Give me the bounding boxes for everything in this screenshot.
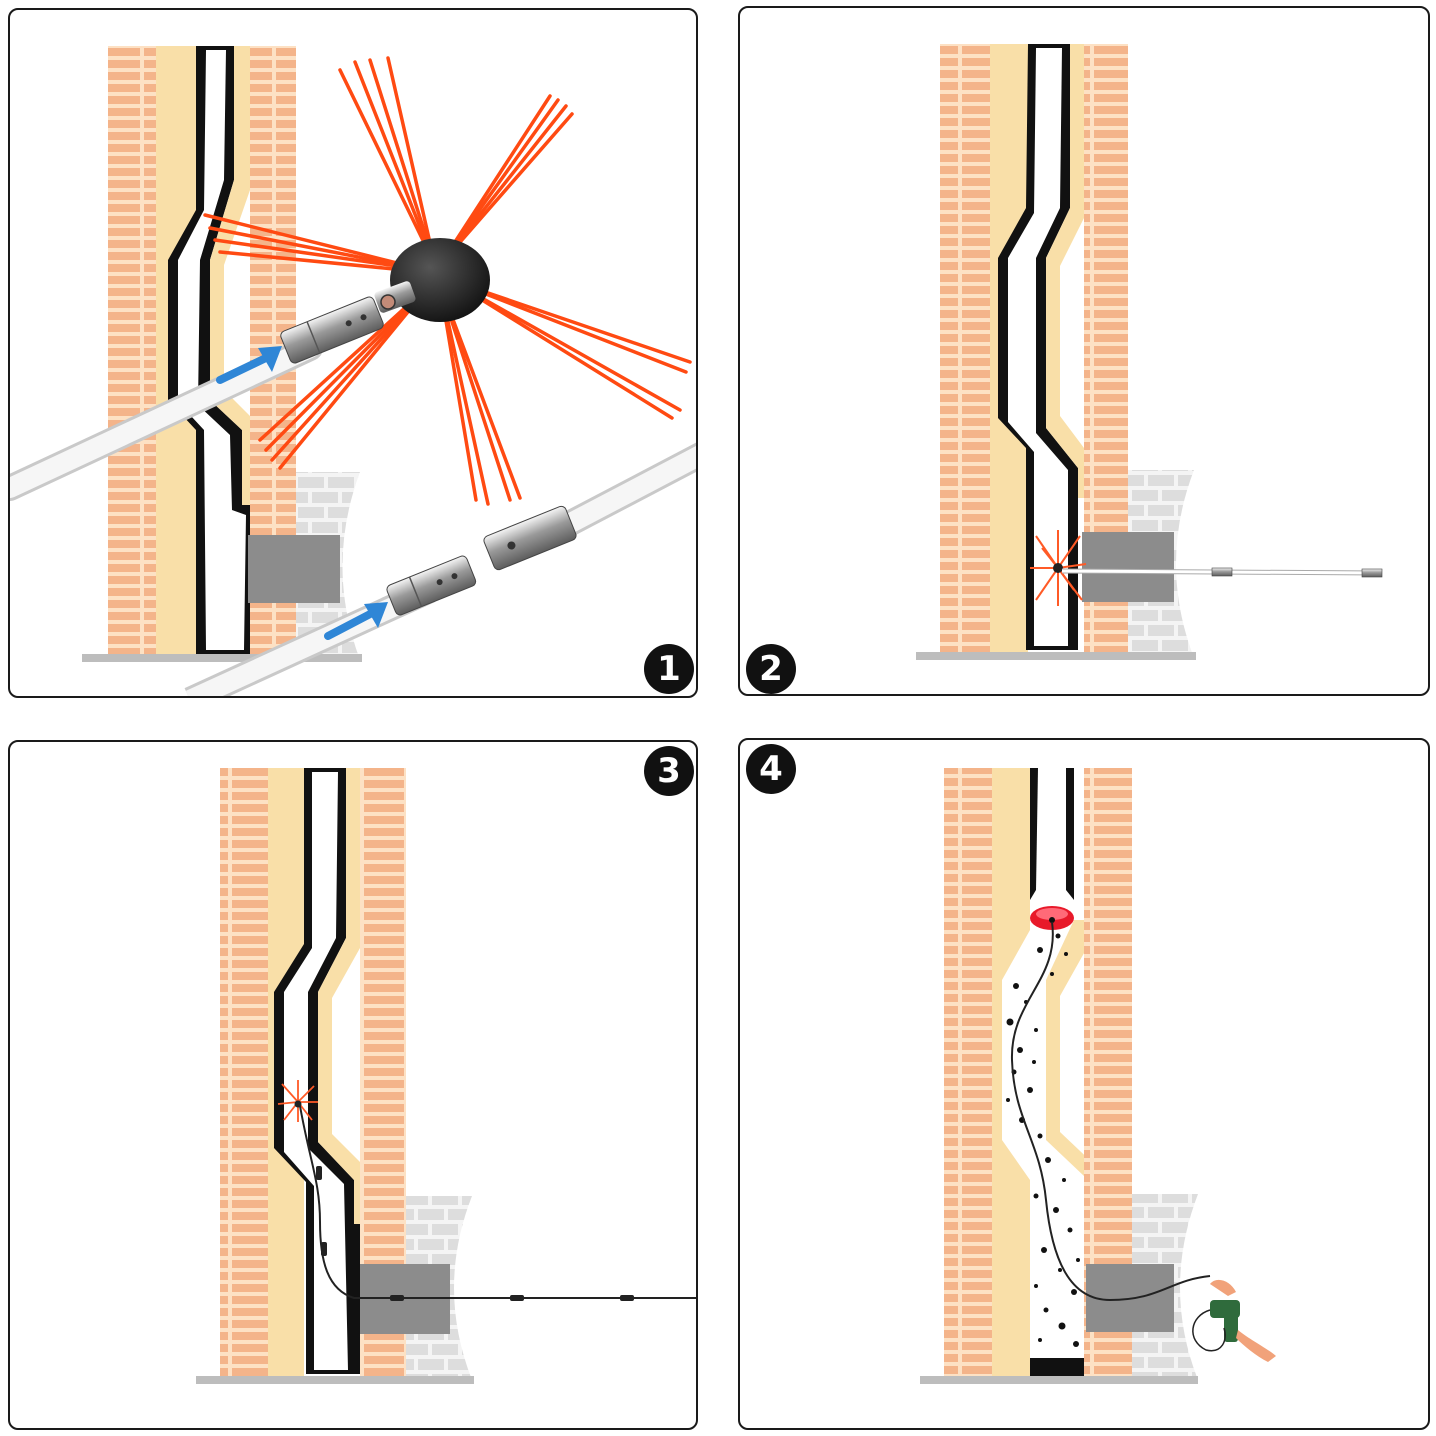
- brush-hub: [390, 238, 490, 322]
- flue-opening: [284, 772, 348, 1370]
- step-2-panel: 2: [738, 6, 1430, 696]
- step-1-illustration: [10, 46, 696, 696]
- brick-wall-left: [944, 768, 992, 1376]
- brush-bristles: [203, 56, 692, 506]
- floor: [196, 1376, 474, 1384]
- liner-right: [1046, 920, 1098, 1228]
- brick-wall-left: [940, 44, 990, 652]
- rod-connector-lower-male: [386, 555, 477, 616]
- brush-icon: [1030, 530, 1087, 606]
- rod-connector-upper: [280, 296, 384, 364]
- floor: [916, 652, 1196, 660]
- rod-connector-lower-female: [483, 505, 577, 571]
- step-1-panel: 1: [8, 8, 698, 698]
- chimney: [916, 44, 1196, 660]
- flexible-rod-upper: [10, 335, 323, 501]
- brush-icon: [277, 1080, 318, 1122]
- flexible-rod: [1061, 567, 1383, 578]
- flexible-rod-lower: [184, 442, 696, 696]
- chimney: [82, 46, 362, 662]
- step-2-illustration: [916, 44, 1383, 660]
- stove-pipe: [248, 535, 340, 603]
- floor: [920, 1376, 1198, 1384]
- liner-right: [318, 768, 368, 1224]
- step-4-illustration: [920, 768, 1276, 1384]
- drill-icon: [1192, 1279, 1276, 1362]
- floor: [82, 654, 362, 662]
- step-3-panel: 3: [8, 740, 698, 1430]
- step-4-panel: 4: [738, 738, 1430, 1430]
- step-number-badge: 3: [644, 746, 694, 796]
- liner-right: [1046, 44, 1090, 498]
- chimney: [196, 768, 474, 1384]
- stove-pipe: [1082, 532, 1174, 602]
- step-3-illustration: [196, 768, 696, 1384]
- soot-flue: [168, 46, 256, 654]
- step-number-badge: 4: [746, 744, 796, 794]
- chimney: [920, 768, 1198, 1384]
- step-number-badge: 1: [644, 644, 694, 694]
- flue-opening: [1008, 48, 1068, 646]
- drill-cable: [1010, 921, 1211, 1302]
- step-number-badge: 2: [746, 644, 796, 694]
- brick-wall-left: [108, 46, 156, 654]
- flue-opening: [178, 50, 246, 650]
- arrow-icon: [216, 346, 282, 384]
- brick-wall-left: [220, 768, 268, 1376]
- soot-pile: [1030, 1358, 1084, 1376]
- arrow-icon: [324, 602, 388, 640]
- drill-cable: [299, 1105, 696, 1301]
